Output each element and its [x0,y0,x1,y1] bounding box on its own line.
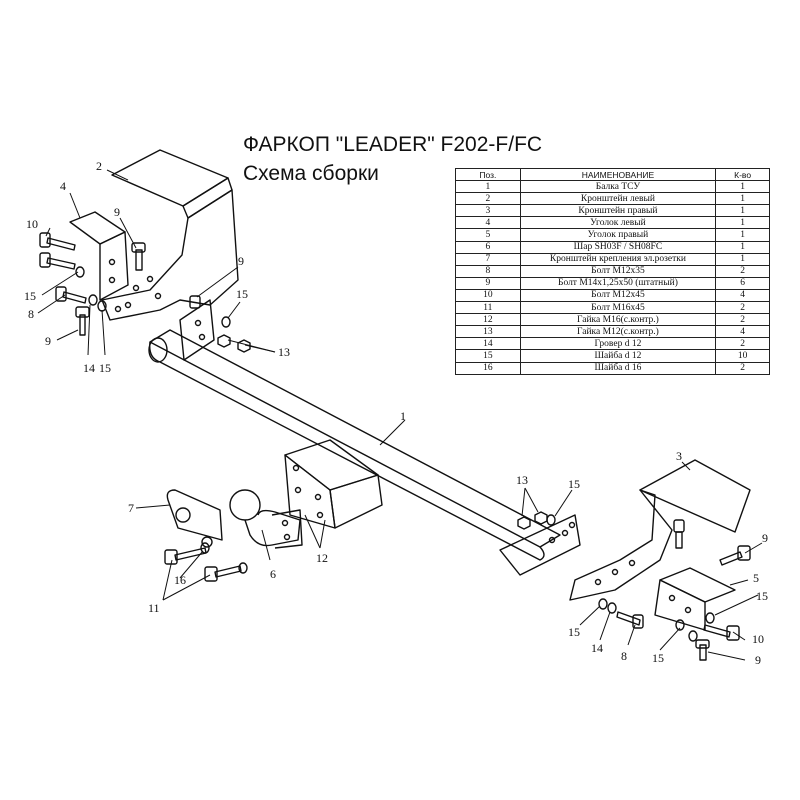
callout-9-left-top: 9 [114,205,120,219]
callout-7: 7 [128,501,134,515]
callout-4: 4 [60,179,66,193]
callout-9-beam: 9 [238,254,244,268]
callout-10-left: 10 [26,217,38,231]
callout-9-left-bottom: 9 [45,334,51,348]
callout-9-right-top: 9 [762,531,768,545]
callout-15-right-b: 15 [756,589,768,603]
callout-15-right-d: 15 [652,651,664,665]
callout-10-right: 10 [752,632,764,646]
leader-lines [37,169,763,661]
left-angle [69,211,129,301]
nuts [217,316,556,530]
callout-5: 5 [753,571,759,585]
callout-15-left-c: 15 [99,361,111,375]
cell-name: Гровер d 12 [519,337,717,351]
callout-9-right-bottom: 9 [755,653,761,667]
right-angle [654,567,736,631]
cell-name: Шайба d 16 [519,361,717,375]
callout-15-right-a: 15 [568,477,580,491]
diagram-subtitle: Схема сборки [243,162,379,185]
ball-plate [284,439,383,529]
callout-8-left: 8 [28,307,34,321]
callout-6: 6 [270,567,276,581]
callout-8-right: 8 [621,649,627,663]
callout-13-left: 13 [278,345,290,359]
right-bracket [569,459,751,601]
right-bolts [598,545,751,661]
main-beam [148,299,581,576]
tow-ball [229,489,303,549]
callout-13-right: 13 [516,473,528,487]
callout-15-right-c: 15 [568,625,580,639]
diagram-title: ФАРКОП "LEADER" F202-F/FC [243,133,543,156]
callout-11: 11 [148,601,160,615]
callout-14-right: 14 [591,641,603,655]
callout-16: 16 [174,573,186,587]
left-bolts [39,232,201,336]
left-bracket [101,149,239,321]
socket-bracket [166,489,223,548]
callout-1: 1 [400,409,406,423]
callout-12: 12 [316,551,328,565]
callout-3: 3 [676,449,682,463]
cell-qty: 2 [715,361,770,375]
lower-left-bolts [164,542,248,582]
parts-table-header: Поз. НАИМЕНОВАНИЕ К-во [455,167,770,182]
callout-2: 2 [96,159,102,173]
callout-15-left-b: 15 [236,287,248,301]
callout-15-left-a: 15 [24,289,36,303]
callout-14-left: 14 [83,361,95,375]
